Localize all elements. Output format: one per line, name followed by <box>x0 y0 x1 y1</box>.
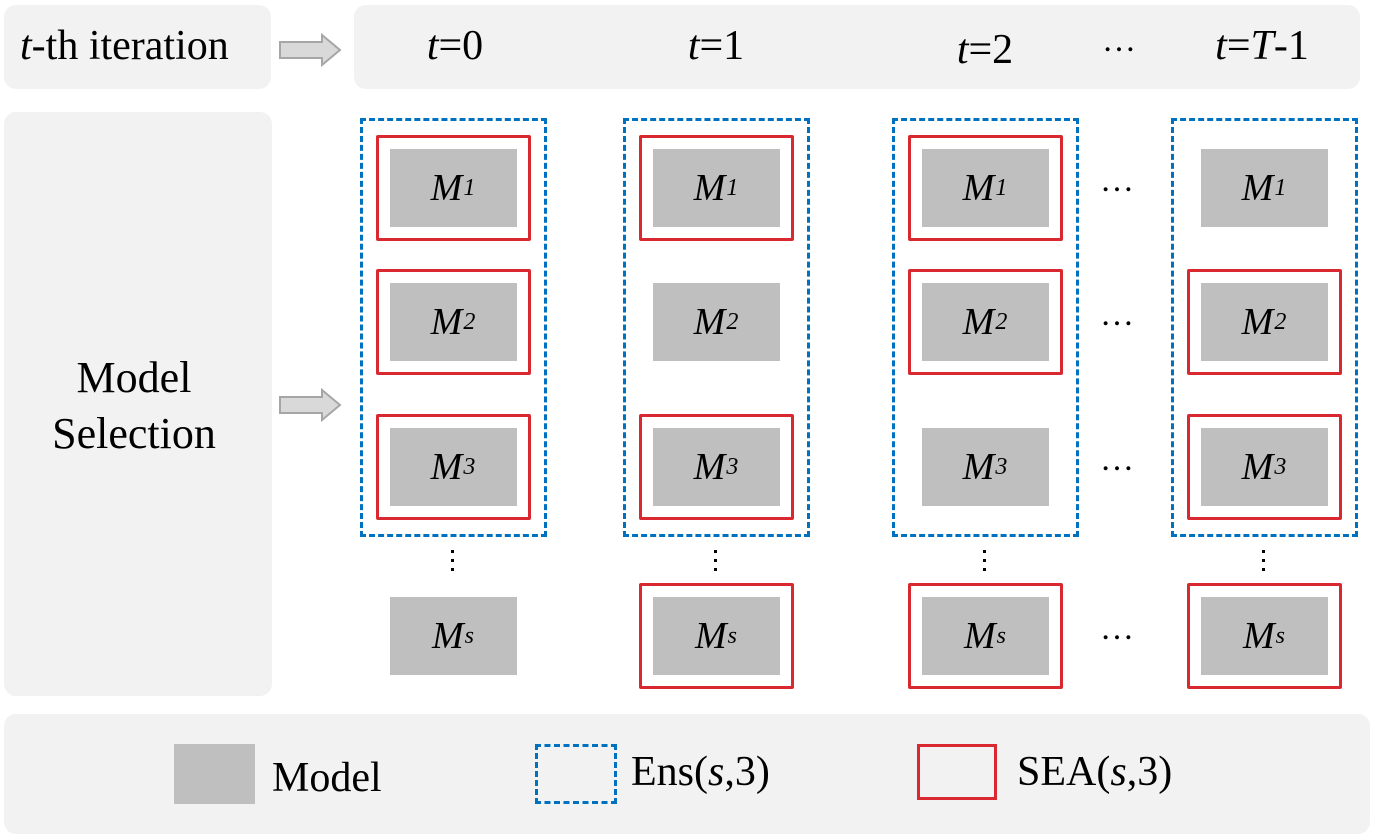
horizontal-ellipsis-icon: … <box>1100 441 1136 478</box>
iteration-title-0: t=0 <box>426 23 484 69</box>
model-index: 2 <box>1274 308 1287 335</box>
model-index: s <box>464 622 474 649</box>
model-index: 1 <box>995 174 1008 201</box>
ens-box-0 <box>359 118 547 537</box>
iteration-var: t <box>20 23 32 69</box>
right-arrow-icon <box>279 388 342 422</box>
sea-box <box>638 414 794 520</box>
sea-box <box>907 135 1063 241</box>
model-index: 1 <box>726 174 739 201</box>
horizontal-ellipsis-icon: … <box>1100 296 1136 333</box>
legend-ens-label: Ens(s,3) <box>631 749 770 795</box>
model-index: 1 <box>1274 174 1287 201</box>
iteration-label-panel <box>4 5 271 89</box>
model-name: M <box>693 167 726 209</box>
model-index: 2 <box>726 308 739 335</box>
vertical-ellipsis-icon <box>983 550 989 577</box>
iteration-title-2: t=2 <box>956 27 1014 73</box>
model-name: M <box>1241 301 1274 343</box>
ens-box-2 <box>891 118 1079 537</box>
model-index: 3 <box>463 453 476 480</box>
model-name: M <box>1241 167 1274 209</box>
horizontal-ellipsis-icon: … <box>1100 610 1136 647</box>
model-selection-panel <box>4 112 272 696</box>
iteration-header-panel <box>354 5 1360 89</box>
sea-box <box>375 135 531 241</box>
model-name: M <box>962 167 995 209</box>
model-name: M <box>432 615 464 657</box>
model-name: M <box>1243 615 1275 657</box>
legend-sea-label: SEA(s,3) <box>1017 749 1173 795</box>
sea-box <box>1186 414 1342 520</box>
ens-box-1 <box>622 118 810 537</box>
sea-box <box>907 583 1063 689</box>
model-index: 3 <box>995 453 1008 480</box>
vertical-ellipsis-icon <box>451 550 457 577</box>
model-name: M <box>693 446 726 488</box>
model-index: s <box>1275 622 1285 649</box>
model-index: s <box>727 622 737 649</box>
iteration-ellipsis: … <box>1102 22 1136 59</box>
vertical-ellipsis-icon <box>1262 550 1268 577</box>
legend-model-swatch <box>174 744 255 804</box>
model-selection-label: Model Selection <box>0 350 268 462</box>
model-name: M <box>695 615 727 657</box>
model-index: 1 <box>463 174 476 201</box>
model-index: 3 <box>726 453 739 480</box>
model-name: M <box>962 301 995 343</box>
model-name: M <box>1241 446 1274 488</box>
model-name: M <box>964 615 996 657</box>
sea-box <box>375 414 531 520</box>
sea-box <box>1186 583 1342 689</box>
sea-box <box>638 135 794 241</box>
iteration-title-last: t=T-1 <box>1215 23 1309 69</box>
legend-sea-swatch <box>917 744 997 800</box>
model-index: 2 <box>463 308 476 335</box>
iteration-label-text: -th iteration <box>31 23 229 69</box>
model-name: M <box>693 301 726 343</box>
legend-ens-swatch <box>535 744 617 804</box>
legend-model-label: Model <box>272 755 382 801</box>
iteration-label: t-th iteration <box>20 22 229 70</box>
iteration-title-1: t=1 <box>687 23 745 69</box>
sea-box <box>638 583 794 689</box>
sea-box <box>375 269 531 375</box>
model-index: 3 <box>1274 453 1287 480</box>
model-name: M <box>430 301 463 343</box>
selection-label-line2: Selection <box>52 409 216 458</box>
vertical-ellipsis-icon <box>714 550 720 577</box>
model-name: M <box>430 167 463 209</box>
model-index: 2 <box>995 308 1008 335</box>
ens-box-3 <box>1170 118 1358 537</box>
horizontal-ellipsis-icon: … <box>1100 162 1136 199</box>
right-arrow-icon <box>279 33 342 67</box>
model-name: M <box>962 446 995 488</box>
sea-box <box>1186 269 1342 375</box>
sea-box <box>907 269 1063 375</box>
model-name: M <box>430 446 463 488</box>
model-index: s <box>996 622 1006 649</box>
selection-label-line1: Model <box>76 353 192 402</box>
